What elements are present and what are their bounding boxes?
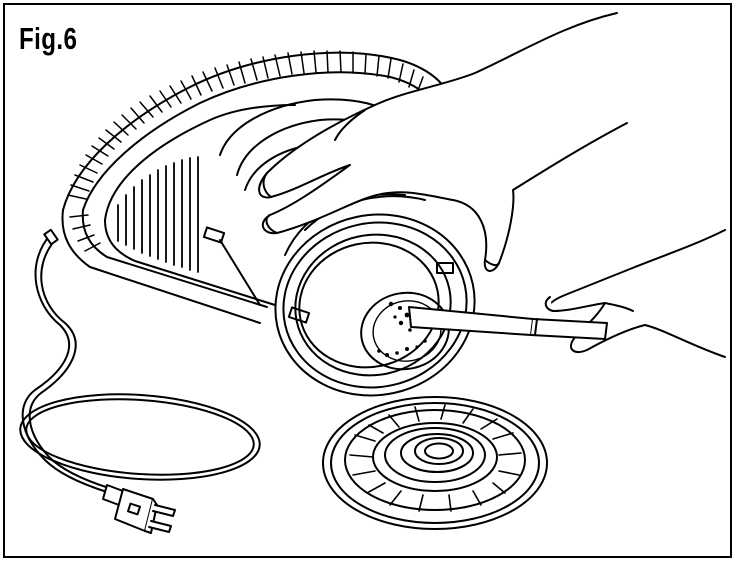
filter-disc-icon bbox=[322, 396, 548, 530]
brush-tool-icon bbox=[408, 306, 608, 340]
vent-grille bbox=[117, 156, 199, 273]
upper-hand-icon bbox=[258, 12, 628, 272]
figure-label: Fig.6 bbox=[19, 21, 78, 56]
power-plug-icon bbox=[102, 484, 176, 534]
rim-slots bbox=[67, 50, 424, 252]
power-cord-icon bbox=[19, 228, 261, 493]
disc-ribs bbox=[349, 404, 522, 512]
appliance-body-icon bbox=[61, 50, 454, 324]
line-illustration bbox=[19, 12, 726, 534]
figure-frame: Fig.6 bbox=[3, 3, 732, 558]
